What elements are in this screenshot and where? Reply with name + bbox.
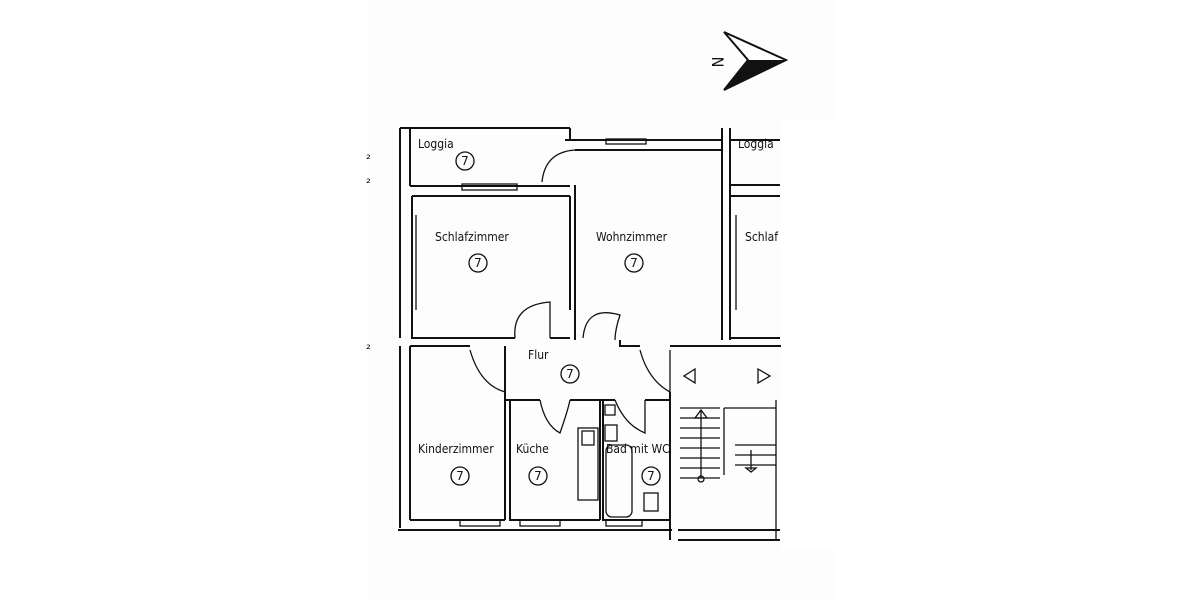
room-schlaf-right: Schlaf 7 bbox=[745, 230, 779, 244]
walls bbox=[398, 127, 800, 541]
room-label: Flur bbox=[528, 348, 549, 362]
room-badge: 7 bbox=[534, 469, 542, 483]
room-badge: 7 bbox=[566, 367, 574, 381]
room-kinderzimmer: Kinderzimmer 7 bbox=[418, 442, 494, 486]
scan-background bbox=[368, 0, 835, 600]
room-badge: 7 bbox=[647, 469, 655, 483]
room-label: Schlafzimmer bbox=[435, 230, 509, 244]
room-badge: 7 bbox=[630, 256, 638, 270]
room-wohnzimmer: Wohnzimmer 7 bbox=[596, 230, 668, 273]
room-kueche: Küche 7 bbox=[516, 442, 549, 486]
scan-edge bbox=[781, 120, 841, 550]
room-loggia-left: Loggia 7 bbox=[418, 137, 475, 171]
north-letter: N bbox=[708, 57, 727, 68]
room-badge: 7 bbox=[474, 256, 482, 270]
room-loggia-right: Loggia 7 bbox=[738, 137, 774, 151]
arrow-left-icon bbox=[682, 367, 696, 385]
area-fragment: ² bbox=[366, 342, 371, 356]
room-schlafzimmer: Schlafzimmer 7 bbox=[435, 230, 509, 273]
room-label: Loggia bbox=[738, 137, 774, 151]
stairs bbox=[680, 400, 777, 540]
area-fragment: ² bbox=[366, 152, 371, 166]
room-bad-mit-wc: Bad mit WC 7 bbox=[606, 442, 670, 486]
room-label: Loggia bbox=[418, 137, 454, 151]
arrow-right-icon bbox=[757, 367, 772, 385]
area-fragment: ² bbox=[366, 176, 371, 190]
room-label: Wohnzimmer bbox=[596, 230, 668, 244]
room-label: Schlaf bbox=[745, 230, 779, 244]
room-label: Küche bbox=[516, 442, 549, 456]
north-arrow-icon: N bbox=[708, 31, 789, 91]
room-label: Bad mit WC bbox=[606, 442, 670, 456]
room-flur: Flur 7 bbox=[528, 348, 580, 384]
room-label: Kinderzimmer bbox=[418, 442, 494, 456]
room-badge: 7 bbox=[461, 154, 469, 168]
room-badge: 7 bbox=[456, 469, 464, 483]
